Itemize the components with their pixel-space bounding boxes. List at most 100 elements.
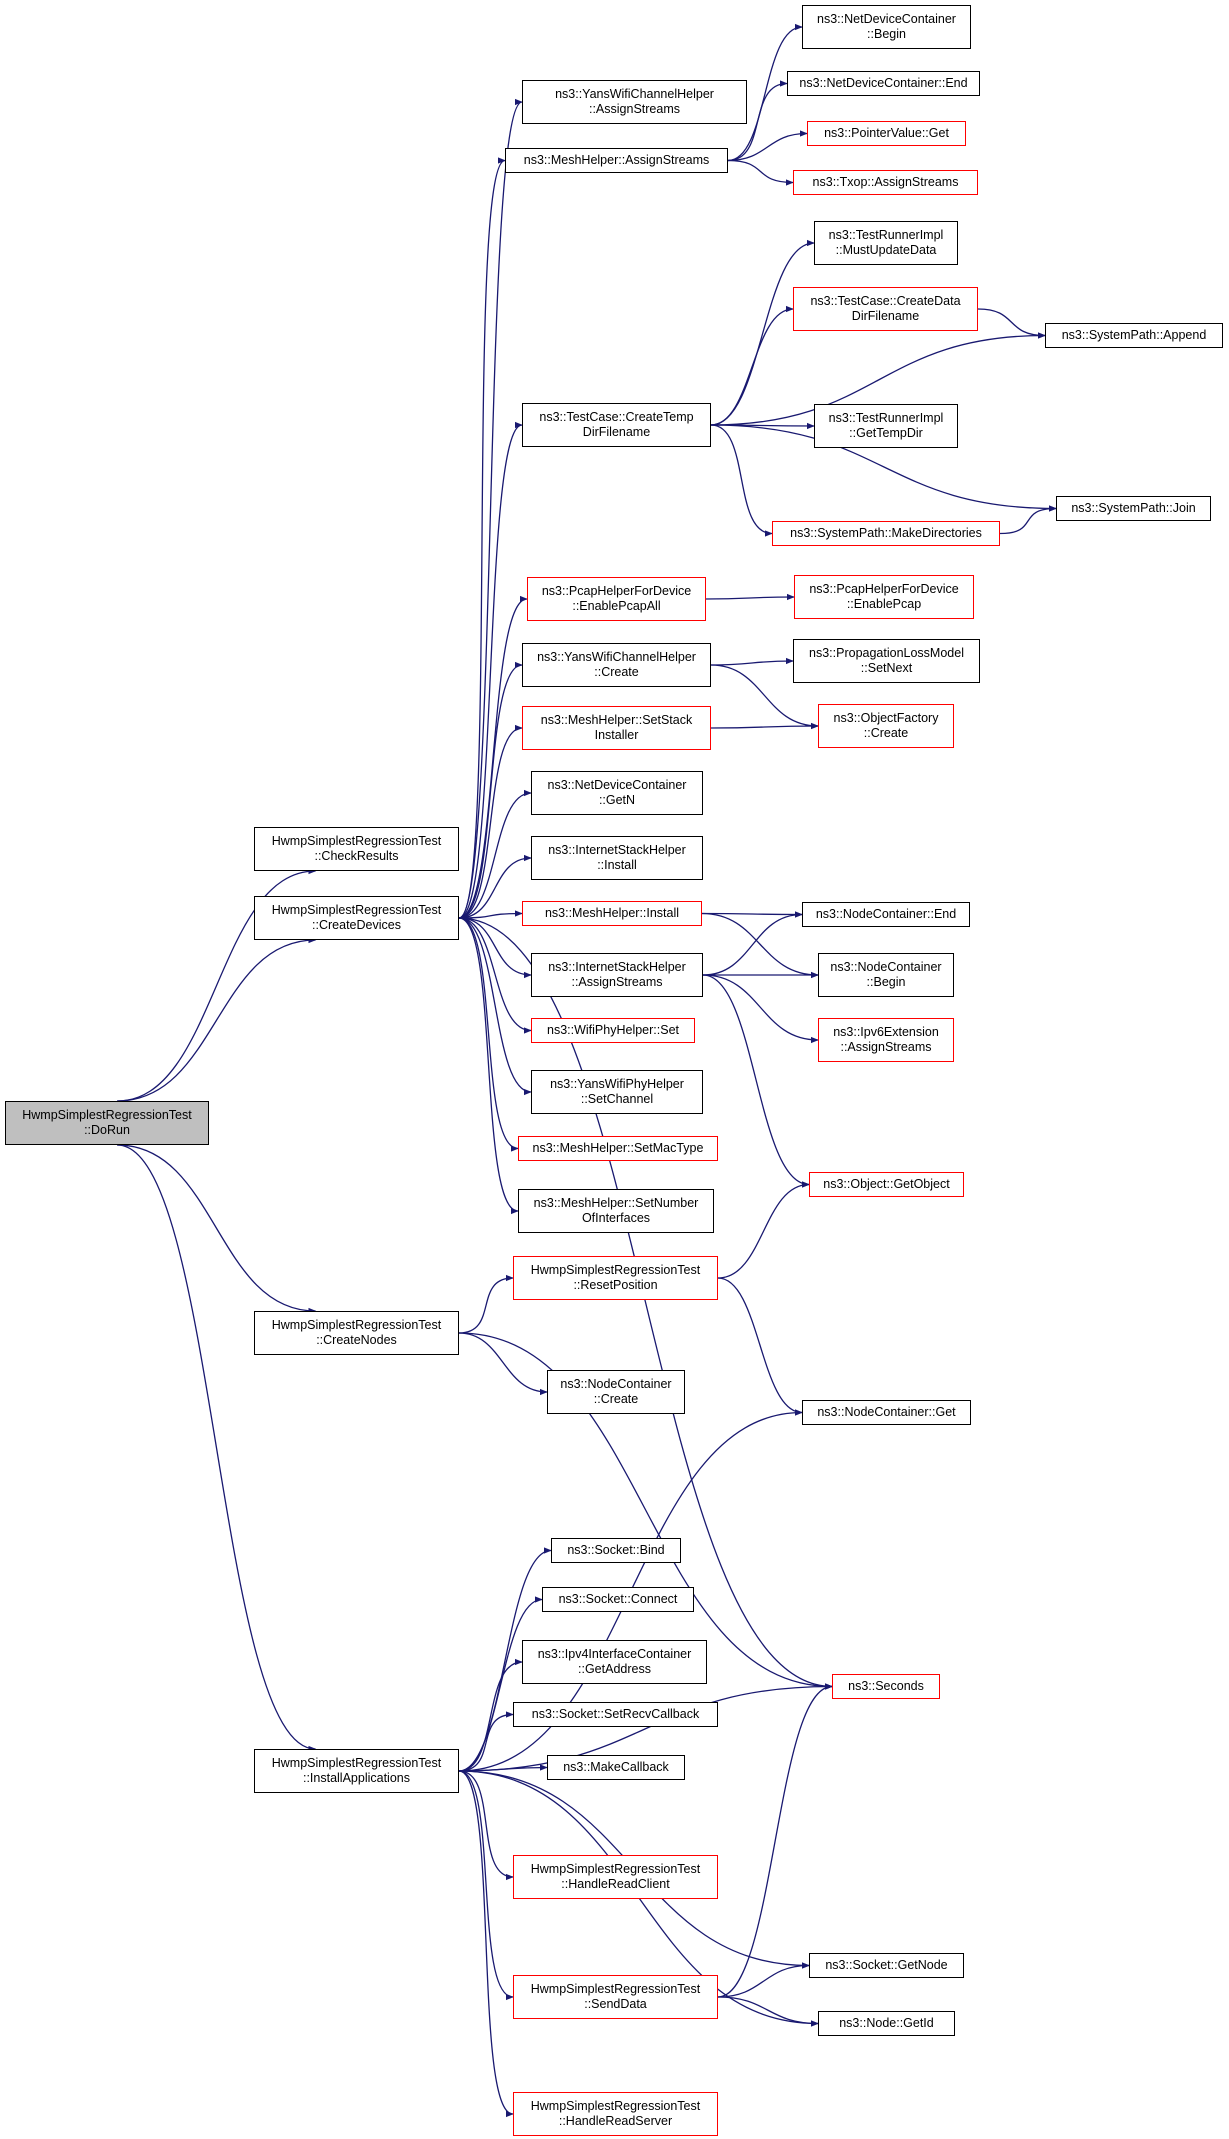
node-label-line2: ::Install xyxy=(597,858,637,872)
node-ish-install[interactable]: ns3::InternetStackHelper::Install xyxy=(531,836,703,880)
node-ipv4-getaddr[interactable]: ns3::Ipv4InterfaceContainer::GetAddress xyxy=(522,1640,707,1684)
node-ndc-getn[interactable]: ns3::NetDeviceContainer::GetN xyxy=(531,771,703,815)
node-nc-get[interactable]: ns3::NodeContainer::Get xyxy=(802,1400,971,1425)
node-label-line1: ns3::MeshHelper::Install xyxy=(544,906,680,920)
node-label-line2: ::CreateNodes xyxy=(316,1333,397,1347)
edge-installapps-to-seconds xyxy=(458,1683,833,1772)
node-createnodes[interactable]: HwmpSimplestRegressionTest::CreateNodes xyxy=(254,1311,459,1355)
edge-mesh-assign-to-ptr-get xyxy=(727,130,808,162)
node-ptr-get[interactable]: ns3::PointerValue::Get xyxy=(807,121,966,146)
edge-tc-createtemp-to-sp-append xyxy=(710,332,1046,426)
node-ish-assign[interactable]: ns3::InternetStackHelper::AssignStreams xyxy=(531,953,703,997)
node-label-line1: ns3::PropagationLossModel xyxy=(809,646,964,660)
edge-createdevices-to-ndc-getn xyxy=(458,789,532,919)
node-seconds[interactable]: ns3::Seconds xyxy=(832,1674,940,1699)
node-label-line1: HwmpSimplestRegressionTest xyxy=(271,903,442,917)
node-mesh-setmac[interactable]: ns3::MeshHelper::SetMacType xyxy=(518,1136,718,1161)
node-label-line1: ns3::MeshHelper::SetStack xyxy=(540,713,693,727)
node-label-line2: ::SetChannel xyxy=(580,1092,654,1106)
node-createdevices[interactable]: HwmpSimplestRegressionTest::CreateDevice… xyxy=(254,896,459,940)
node-label-line1: ns3::WifiPhyHelper::Set xyxy=(547,1023,679,1037)
node-label-line2: ::SendData xyxy=(584,1997,647,2011)
node-label-line1: ns3::Object::GetObject xyxy=(823,1177,950,1191)
edge-ish-assign-to-obj-getobject xyxy=(702,974,810,1188)
node-makecallback[interactable]: ns3::MakeCallback xyxy=(547,1755,685,1780)
node-installapps[interactable]: HwmpSimplestRegressionTest::InstallAppli… xyxy=(254,1749,459,1793)
edge-senddata-to-seconds xyxy=(717,1683,833,1998)
node-label-line2: ::AssignStreams xyxy=(571,975,663,989)
node-nc-begin[interactable]: ns3::NodeContainer::Begin xyxy=(818,953,954,997)
node-label-line1: HwmpSimplestRegressionTest xyxy=(530,1862,701,1876)
node-label-line2: ::AssignStreams xyxy=(588,102,680,116)
node-sock-connect[interactable]: ns3::Socket::Connect xyxy=(542,1587,694,1612)
edge-pcap-all-to-pcap-enable xyxy=(705,593,795,601)
node-label-line2: ::GetAddress xyxy=(578,1662,651,1676)
node-readserver[interactable]: HwmpSimplestRegressionTest::HandleReadSe… xyxy=(513,2092,718,2136)
node-pcap-enable[interactable]: ns3::PcapHelperForDevice::EnablePcap xyxy=(794,575,974,619)
node-sp-append[interactable]: ns3::SystemPath::Append xyxy=(1045,323,1223,348)
node-label-line1: ns3::Node::GetId xyxy=(839,2016,934,2030)
node-ndc-end[interactable]: ns3::NetDeviceContainer::End xyxy=(787,71,980,96)
node-label-line2: ::Begin xyxy=(867,27,906,41)
node-plm-setnext[interactable]: ns3::PropagationLossModel::SetNext xyxy=(793,639,980,683)
node-label-line1: HwmpSimplestRegressionTest xyxy=(271,834,442,848)
node-txop-assign[interactable]: ns3::Txop::AssignStreams xyxy=(793,170,978,195)
node-label-line1: ns3::NodeContainer::Get xyxy=(817,1405,956,1419)
edge-resetpos-to-nc-get xyxy=(717,1277,803,1416)
edge-senddata-to-node-getid xyxy=(717,1996,819,2027)
node-sock-getnode[interactable]: ns3::Socket::GetNode xyxy=(809,1953,964,1978)
node-sp-makedirs[interactable]: ns3::SystemPath::MakeDirectories xyxy=(772,521,1000,546)
node-senddata[interactable]: HwmpSimplestRegressionTest::SendData xyxy=(513,1975,718,2019)
node-wifiphy-set[interactable]: ns3::WifiPhyHelper::Set xyxy=(531,1018,695,1043)
node-resetpos[interactable]: HwmpSimplestRegressionTest::ResetPositio… xyxy=(513,1256,718,1300)
edge-dorun-to-installapps xyxy=(117,1144,317,1753)
edge-createnodes-to-nc-create xyxy=(458,1332,548,1396)
node-label-line2: ::SetNext xyxy=(860,661,913,675)
node-ipv6ext-assign[interactable]: ns3::Ipv6Extension::AssignStreams xyxy=(818,1018,954,1062)
node-label-line2: ::Create xyxy=(594,665,639,679)
node-trimpl-gettemp[interactable]: ns3::TestRunnerImpl::GetTempDir xyxy=(814,404,958,448)
node-of-create[interactable]: ns3::ObjectFactory::Create xyxy=(818,704,954,748)
node-label-line1: ns3::SystemPath::MakeDirectories xyxy=(790,526,982,540)
node-checkresults[interactable]: HwmpSimplestRegressionTest::CheckResults xyxy=(254,827,459,871)
node-label-line1: ns3::Socket::GetNode xyxy=(825,1958,948,1972)
node-nc-end[interactable]: ns3::NodeContainer::End xyxy=(802,902,970,927)
node-sock-bind[interactable]: ns3::Socket::Bind xyxy=(551,1538,681,1563)
node-yansphy-setchannel[interactable]: ns3::YansWifiPhyHelper::SetChannel xyxy=(531,1070,703,1114)
node-sock-setrecv[interactable]: ns3::Socket::SetRecvCallback xyxy=(513,1702,718,1727)
node-label-line1: ns3::MakeCallback xyxy=(563,1760,669,1774)
edge-createdevices-to-ish-assign xyxy=(458,917,532,979)
edge-ish-assign-to-nc-end xyxy=(702,911,803,976)
node-node-getid[interactable]: ns3::Node::GetId xyxy=(818,2011,955,2036)
edge-mesh-install-to-nc-begin xyxy=(701,912,819,979)
node-label-line1: ns3::NodeContainer::End xyxy=(815,907,957,921)
node-label-line1: HwmpSimplestRegressionTest xyxy=(530,2099,701,2113)
node-label-line1: ns3::MeshHelper::SetNumber xyxy=(533,1196,699,1210)
node-label-line1: ns3::NetDeviceContainer xyxy=(817,12,956,26)
node-yanschan-create[interactable]: ns3::YansWifiChannelHelper::Create xyxy=(522,643,711,687)
node-trimpl-must[interactable]: ns3::TestRunnerImpl::MustUpdateData xyxy=(814,221,958,265)
node-ndc-begin[interactable]: ns3::NetDeviceContainer::Begin xyxy=(802,5,971,49)
node-label-line1: ns3::Socket::Bind xyxy=(567,1543,665,1557)
node-label-line1: ns3::YansWifiPhyHelper xyxy=(550,1077,684,1091)
node-mesh-assign[interactable]: ns3::MeshHelper::AssignStreams xyxy=(505,148,728,173)
edge-mesh-assign-to-ndc-begin xyxy=(727,23,803,162)
node-readclient[interactable]: HwmpSimplestRegressionTest::HandleReadCl… xyxy=(513,1855,718,1899)
node-mesh-install[interactable]: ns3::MeshHelper::Install xyxy=(522,901,702,926)
node-label-line2: ::CheckResults xyxy=(314,849,399,863)
node-label-line1: HwmpSimplestRegressionTest xyxy=(22,1108,192,1122)
node-obj-getobject[interactable]: ns3::Object::GetObject xyxy=(809,1172,964,1197)
node-sp-join[interactable]: ns3::SystemPath::Join xyxy=(1056,496,1211,521)
node-nc-create[interactable]: ns3::NodeContainer::Create xyxy=(547,1370,685,1414)
node-yanschan-assign[interactable]: ns3::YansWifiChannelHelper::AssignStream… xyxy=(522,80,747,124)
node-label-line2: ::EnablePcap xyxy=(846,597,922,611)
node-pcap-all[interactable]: ns3::PcapHelperForDevice::EnablePcapAll xyxy=(527,577,706,621)
edge-createdevices-to-tc-createtemp xyxy=(458,421,523,919)
node-label-line1: ns3::PcapHelperForDevice xyxy=(541,584,692,598)
